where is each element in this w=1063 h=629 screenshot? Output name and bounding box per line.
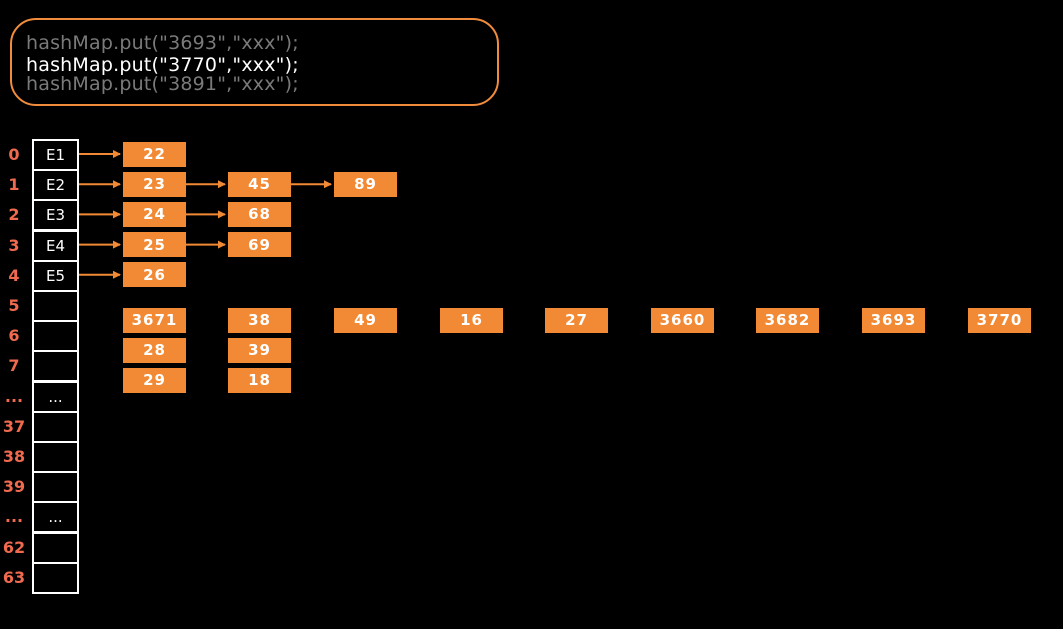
bucket-index: 6 — [8, 326, 20, 346]
chain-node: 22 — [123, 141, 186, 167]
chain-node: 69 — [228, 232, 291, 258]
code-line-2-active: hashMap.put("3770","xxx"); — [26, 54, 299, 76]
bucket-index: ... — [4, 386, 24, 406]
pending-key-node: 18 — [228, 367, 291, 393]
bucket-index: 0 — [8, 145, 20, 164]
pending-key-node: 39 — [228, 337, 291, 363]
pending-key-node: 27 — [545, 307, 608, 333]
chain-node: 45 — [228, 171, 291, 197]
bucket-index: 39 — [2, 477, 26, 497]
bucket-index: 4 — [8, 265, 20, 285]
chain-node: 89 — [334, 171, 397, 197]
pending-key-node: 38 — [228, 307, 291, 333]
bucket-index: 62 — [2, 537, 26, 557]
bucket-index: 38 — [2, 447, 26, 466]
bucket-slot — [32, 561, 79, 594]
bucket-index: 7 — [8, 356, 20, 376]
pending-key-node: 3693 — [862, 307, 925, 333]
chain-node: 24 — [123, 201, 186, 227]
pending-key-node: 49 — [334, 307, 397, 333]
code-line-1: hashMap.put("3693","xxx"); — [26, 32, 299, 54]
pending-key-node: 29 — [123, 367, 186, 393]
bucket-index: ... — [4, 507, 24, 527]
bucket-index: 1 — [8, 175, 20, 195]
bucket-index: 3 — [8, 235, 20, 255]
pending-key-node: 28 — [123, 337, 186, 363]
chain-node: 68 — [228, 201, 291, 227]
pending-key-node: 16 — [440, 307, 503, 333]
bucket-index: 37 — [2, 416, 26, 436]
bucket-index: 2 — [8, 205, 20, 225]
bucket-index: 63 — [2, 567, 26, 587]
pending-key-node: 3770 — [968, 307, 1031, 333]
code-panel: hashMap.put("3693","xxx"); hashMap.put("… — [10, 18, 499, 106]
chain-node: 26 — [123, 262, 186, 288]
chain-node: 23 — [123, 171, 186, 197]
pending-key-node: 3660 — [651, 307, 714, 333]
bucket-index: 5 — [8, 296, 20, 315]
pending-key-node: 3682 — [756, 307, 819, 333]
code-line-3: hashMap.put("3891","xxx"); — [26, 73, 299, 95]
chain-node: 25 — [123, 232, 186, 258]
pending-key-node: 3671 — [123, 307, 186, 333]
